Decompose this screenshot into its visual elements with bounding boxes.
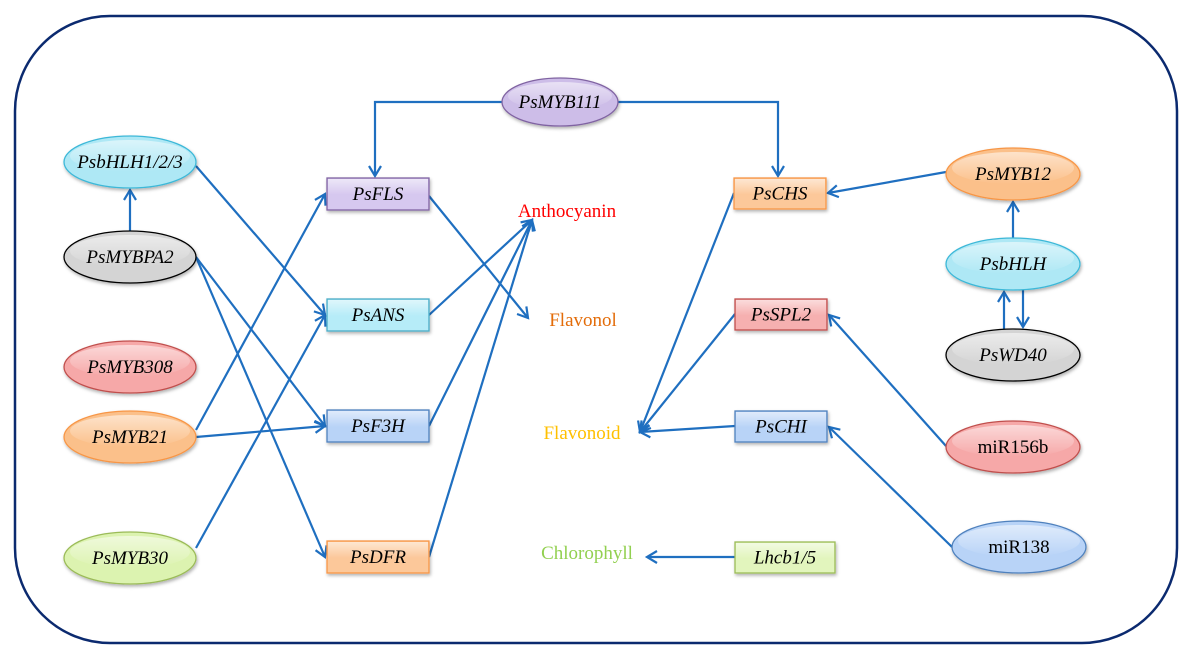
edge-mir156b-to-psspl2 xyxy=(829,315,946,446)
node-label: PsF3H xyxy=(350,416,406,437)
edge-pschi-to-flavonoid xyxy=(640,426,735,432)
node-label: Lhcb1/5 xyxy=(753,548,816,569)
node-pschs: PsCHS xyxy=(734,178,826,209)
node-label: miR156b xyxy=(978,437,1049,458)
node-psmyb308: PsMYB308 xyxy=(64,341,196,393)
node-psbhlh: PsbHLH xyxy=(946,238,1080,290)
node-label: PsSPL2 xyxy=(750,305,812,326)
node-psmyb21: PsMYB21 xyxy=(64,411,196,463)
node-label: PsWD40 xyxy=(978,345,1047,366)
node-lhcb1-5: Lhcb1/5 xyxy=(735,542,835,573)
edge-mir138-to-pschi xyxy=(829,427,952,547)
node-psbhlh1-2-3: PsbHLH1/2/3 xyxy=(64,136,196,188)
node-label: PsMYB308 xyxy=(86,357,173,378)
edge-psdfr-to-anthocyanin xyxy=(429,220,532,557)
edge-psbhlh1-2-3-to-psans xyxy=(196,166,325,315)
edge-pschs-to-flavonoid xyxy=(640,193,734,432)
edge-psf3h-to-anthocyanin xyxy=(429,220,532,426)
node-label: PsCHS xyxy=(752,184,808,205)
product-flavonoid: Flavonoid xyxy=(543,423,621,444)
product-anthocyanin: Anthocyanin xyxy=(518,201,617,222)
node-psmybpa2: PsMYBPA2 xyxy=(64,231,196,283)
node-label: PsMYB12 xyxy=(974,164,1052,185)
node-label: PsbHLH xyxy=(979,254,1048,275)
node-psmyb30: PsMYB30 xyxy=(64,532,196,584)
product-flavonol: Flavonol xyxy=(549,310,617,331)
node-pschi: PsCHI xyxy=(735,411,827,442)
node-psfls: PsFLS xyxy=(327,178,429,210)
edge-psmyb111-to-pschs xyxy=(618,102,778,176)
node-label: PsDFR xyxy=(349,547,406,568)
node-label: PsMYB21 xyxy=(91,427,168,448)
node-mir156b: miR156b xyxy=(946,421,1080,473)
edge-psmyb111-to-psfls xyxy=(375,102,502,176)
edge-psmyb12-to-pschs xyxy=(828,172,946,193)
node-psspl2: PsSPL2 xyxy=(735,299,827,330)
node-label: PsMYBPA2 xyxy=(85,247,174,268)
node-psf3h: PsF3H xyxy=(327,410,429,442)
edge-psmyb21-to-psfls xyxy=(196,194,325,430)
node-label: miR138 xyxy=(988,537,1049,558)
node-mir138: miR138 xyxy=(952,521,1086,573)
edge-psspl2-to-flavonoid xyxy=(640,314,735,432)
node-psmyb111: PsMYB111 xyxy=(502,78,618,126)
product-chlorophyll: Chlorophyll xyxy=(541,543,633,564)
edge-psmybpa2-to-psf3h xyxy=(196,257,325,426)
node-label: PsMYB111 xyxy=(518,92,602,113)
node-psans: PsANS xyxy=(327,299,429,331)
node-pswd40: PsWD40 xyxy=(946,329,1080,381)
node-label: PsANS xyxy=(351,305,405,326)
node-label: PsbHLH1/2/3 xyxy=(76,152,183,173)
node-label: PsMYB30 xyxy=(91,548,169,569)
node-psdfr: PsDFR xyxy=(327,541,429,573)
node-psmyb12: PsMYB12 xyxy=(946,148,1080,200)
node-label: PsFLS xyxy=(352,184,404,205)
node-label: PsCHI xyxy=(754,417,808,438)
